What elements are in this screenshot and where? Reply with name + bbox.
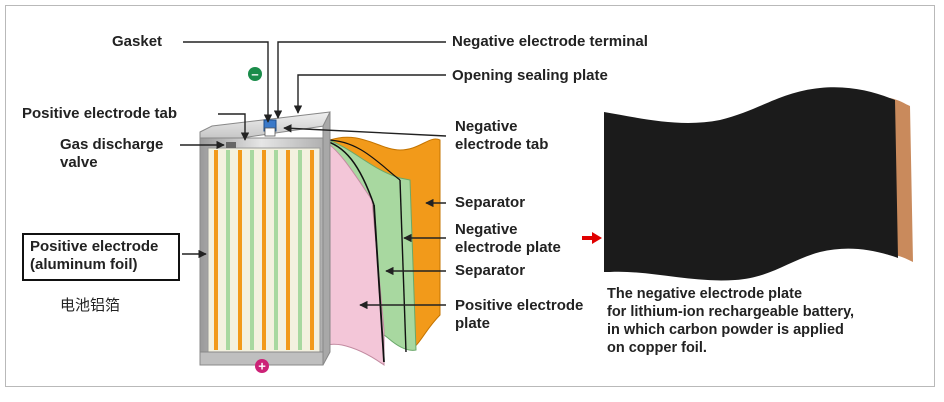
gas-discharge-valve [226, 142, 236, 148]
label-positive-electrode-foil: Positive electrode (aluminum foil) [30, 238, 159, 273]
label-separator-bottom: Separator [455, 262, 526, 279]
svg-text:+: + [258, 359, 266, 374]
negative-symbol: – [248, 67, 262, 82]
electrode-stripe [310, 150, 314, 350]
electrode-stripes [214, 150, 314, 350]
electrode-stripe [262, 150, 266, 350]
label-gasket: Gasket [112, 33, 163, 50]
positive-tab-leader [218, 113, 250, 141]
electrode-stripe [274, 150, 278, 350]
gasket-leader [183, 41, 273, 123]
electrode-stripe [214, 150, 218, 350]
label-negative-electrode-tab: Negative electrode tab [455, 118, 549, 153]
label-positive-electrode-tab: Positive electrode tab [22, 105, 178, 122]
electrode-stripe [286, 150, 290, 350]
leader-lines [180, 41, 447, 310]
electrode-stripe [238, 150, 242, 350]
svg-text:–: – [251, 67, 258, 82]
sealing-plate-leader [293, 74, 446, 114]
negative-terminal-leader [273, 41, 446, 119]
negative-plate-description: The negative electrode plate for lithium… [607, 286, 855, 356]
label-positive-electrode-foil-chinese: 电池铝箔 [60, 296, 121, 314]
negative-tab-leader [283, 124, 447, 137]
negative-plate-sheet [604, 87, 913, 281]
figure-border [5, 5, 935, 387]
label-gas-discharge-valve: Gas discharge valve [60, 136, 164, 171]
label-separator-top: Separator [455, 194, 526, 211]
label-negative-electrode-terminal: Negative electrode terminal [452, 33, 648, 50]
label-opening-sealing-plate: Opening sealing plate [452, 67, 608, 84]
label-positive-electrode-plate: Positive electrode plate [455, 297, 584, 332]
label-negative-electrode-plate: Negative electrode plate [455, 221, 561, 256]
label-box-positive-electrode-foil [22, 233, 180, 281]
positive-symbol: + [255, 359, 269, 374]
battery-case [199, 111, 331, 366]
electrode-stripe [226, 150, 230, 350]
red-pointer-arrow [582, 232, 602, 244]
electrode-layers [321, 136, 441, 366]
electrode-stripe [298, 150, 302, 350]
electrode-stripe [250, 150, 254, 350]
